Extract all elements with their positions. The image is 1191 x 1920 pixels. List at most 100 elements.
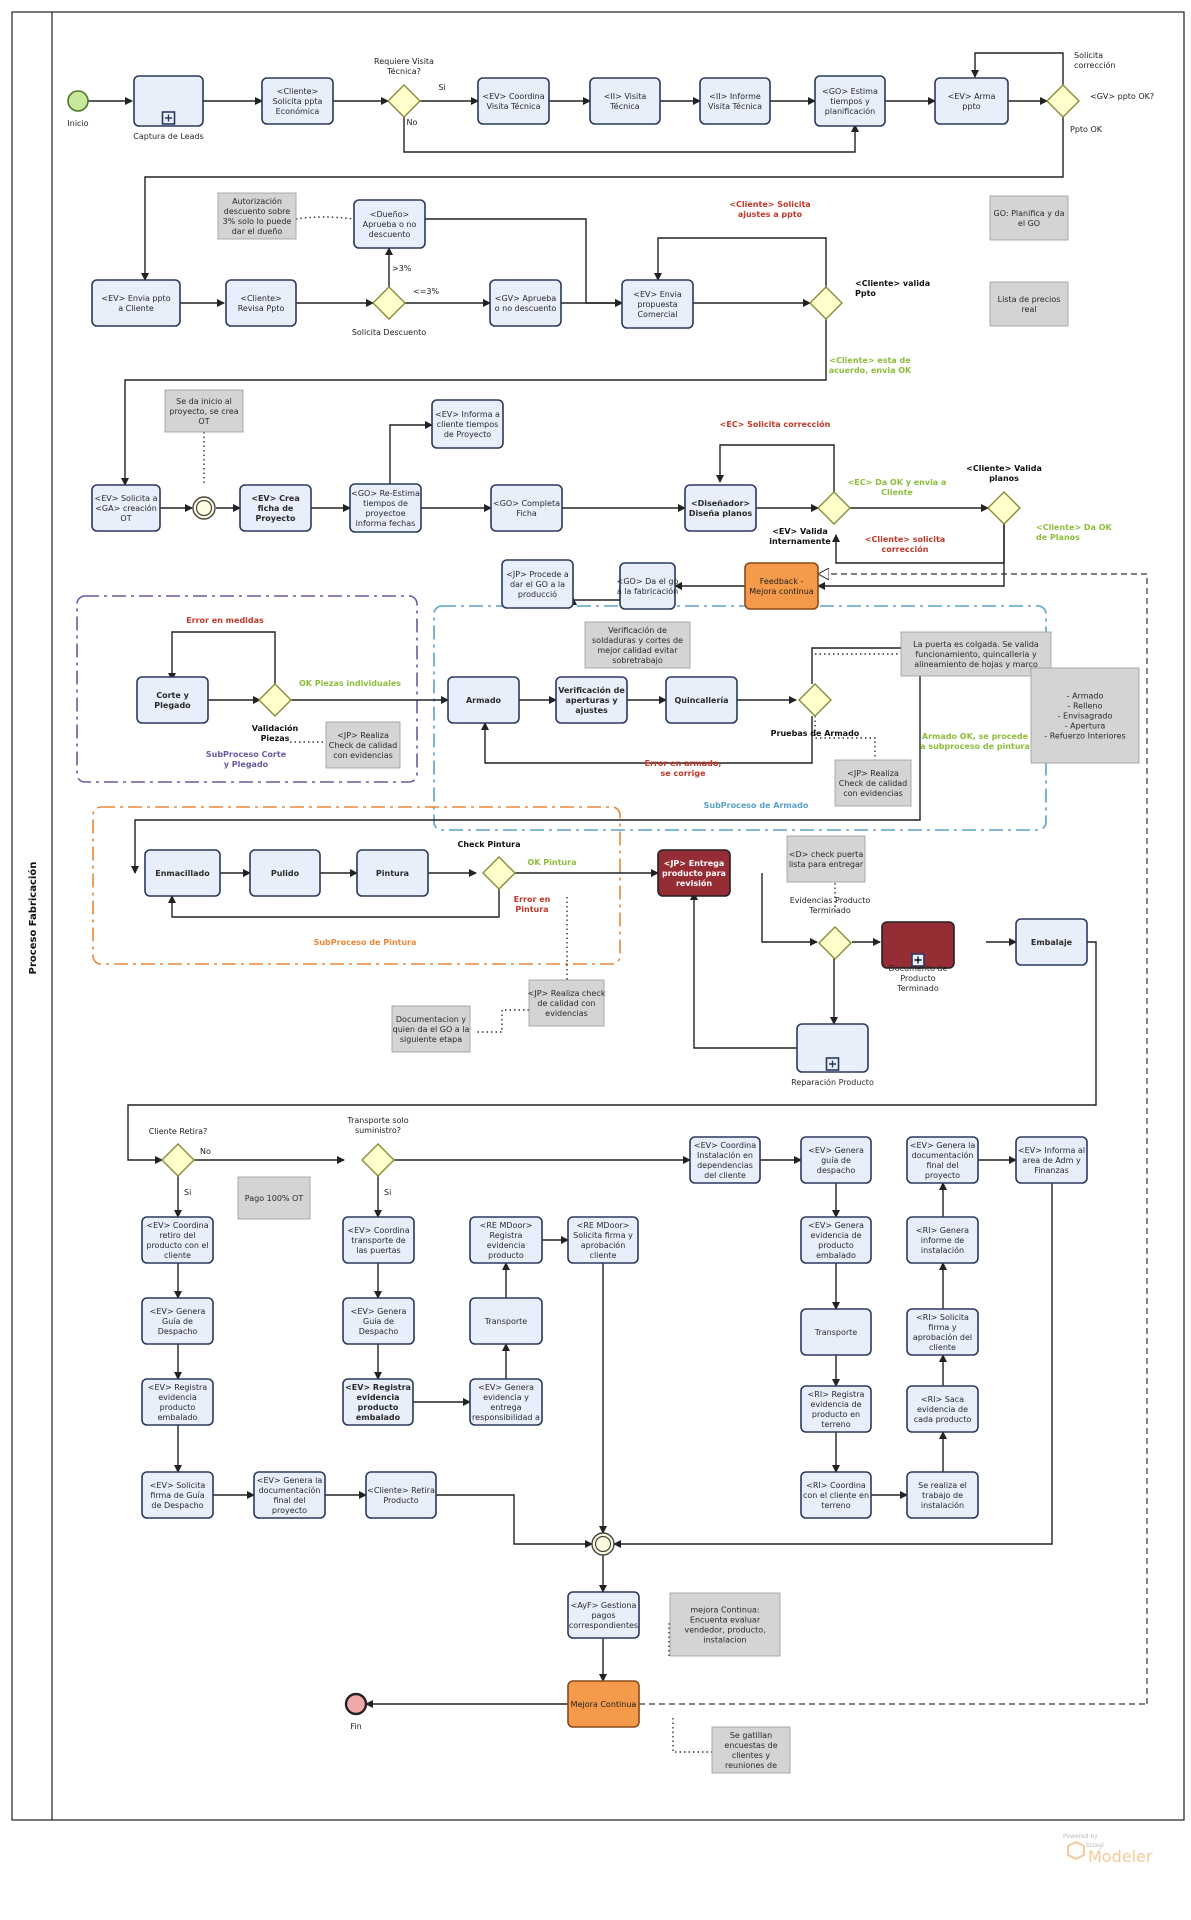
task-label: Quincallería [674,696,728,705]
task-t-armado[interactable]: Armado [447,676,520,724]
task-t-i4[interactable]: Transporte [800,1308,872,1356]
gateway-g-ppto-ok[interactable]: <GV> ppto OK? [1046,84,1154,118]
gateway-g-descuento[interactable]: Solicita Descuento [352,286,426,337]
flow-label-sub-armado: SubProceso de Armado [704,801,809,810]
task-t-disenador[interactable]: <Diseñador>Diseña planos [684,484,757,532]
task-t-cli-revisa[interactable]: <Cliente>Revisa Ppto [225,279,297,327]
gateway-g-retira[interactable]: Cliente Retira? [149,1127,208,1177]
task-label: Reparación Producto [791,1077,874,1087]
task-t-embalaje[interactable]: Embalaje [1015,918,1088,966]
end-event[interactable]: Fin [344,1692,368,1731]
task-t-pintura[interactable]: Pintura [356,849,429,897]
task-t-reparacion[interactable]: Reparación Producto [791,1023,874,1087]
gateway-g-pruebas[interactable]: Pruebas de Armado [771,683,860,738]
task-t-enmac[interactable]: Enmacillado [144,849,221,897]
gateway-g-pintura[interactable]: Check Pintura [457,840,521,890]
task-t-captura[interactable]: Captura de Leads [133,75,204,141]
watermark-brand: bizagi [1086,1842,1104,1849]
task-t-mejora[interactable]: Mejora Continua [567,1680,640,1728]
task-t-feedback[interactable]: Feedback -Mejora continua [744,562,819,610]
flow-label-si2: Si [184,1188,191,1197]
flow-label-ok-pintura: OK Pintura [528,858,577,867]
task-t-s5[interactable]: Transporte [469,1297,543,1345]
flow-label-le3: <=3% [413,287,439,296]
task-t-pulido[interactable]: Pulido [249,849,321,897]
annotation-n-lista-arm: - Armado- Relleno- Envisagrado- Apertura… [1030,667,1140,764]
flow-label-sub-pintura: SubProceso de Pintura [314,938,417,947]
watermark-powered: Powered by [1063,1833,1098,1840]
task-t-quinc[interactable]: Quincallería [665,676,738,724]
gateway-label: Check Pintura [457,840,520,849]
flow-label-no2: No [200,1147,211,1156]
start-event[interactable]: Inicio [67,90,89,128]
